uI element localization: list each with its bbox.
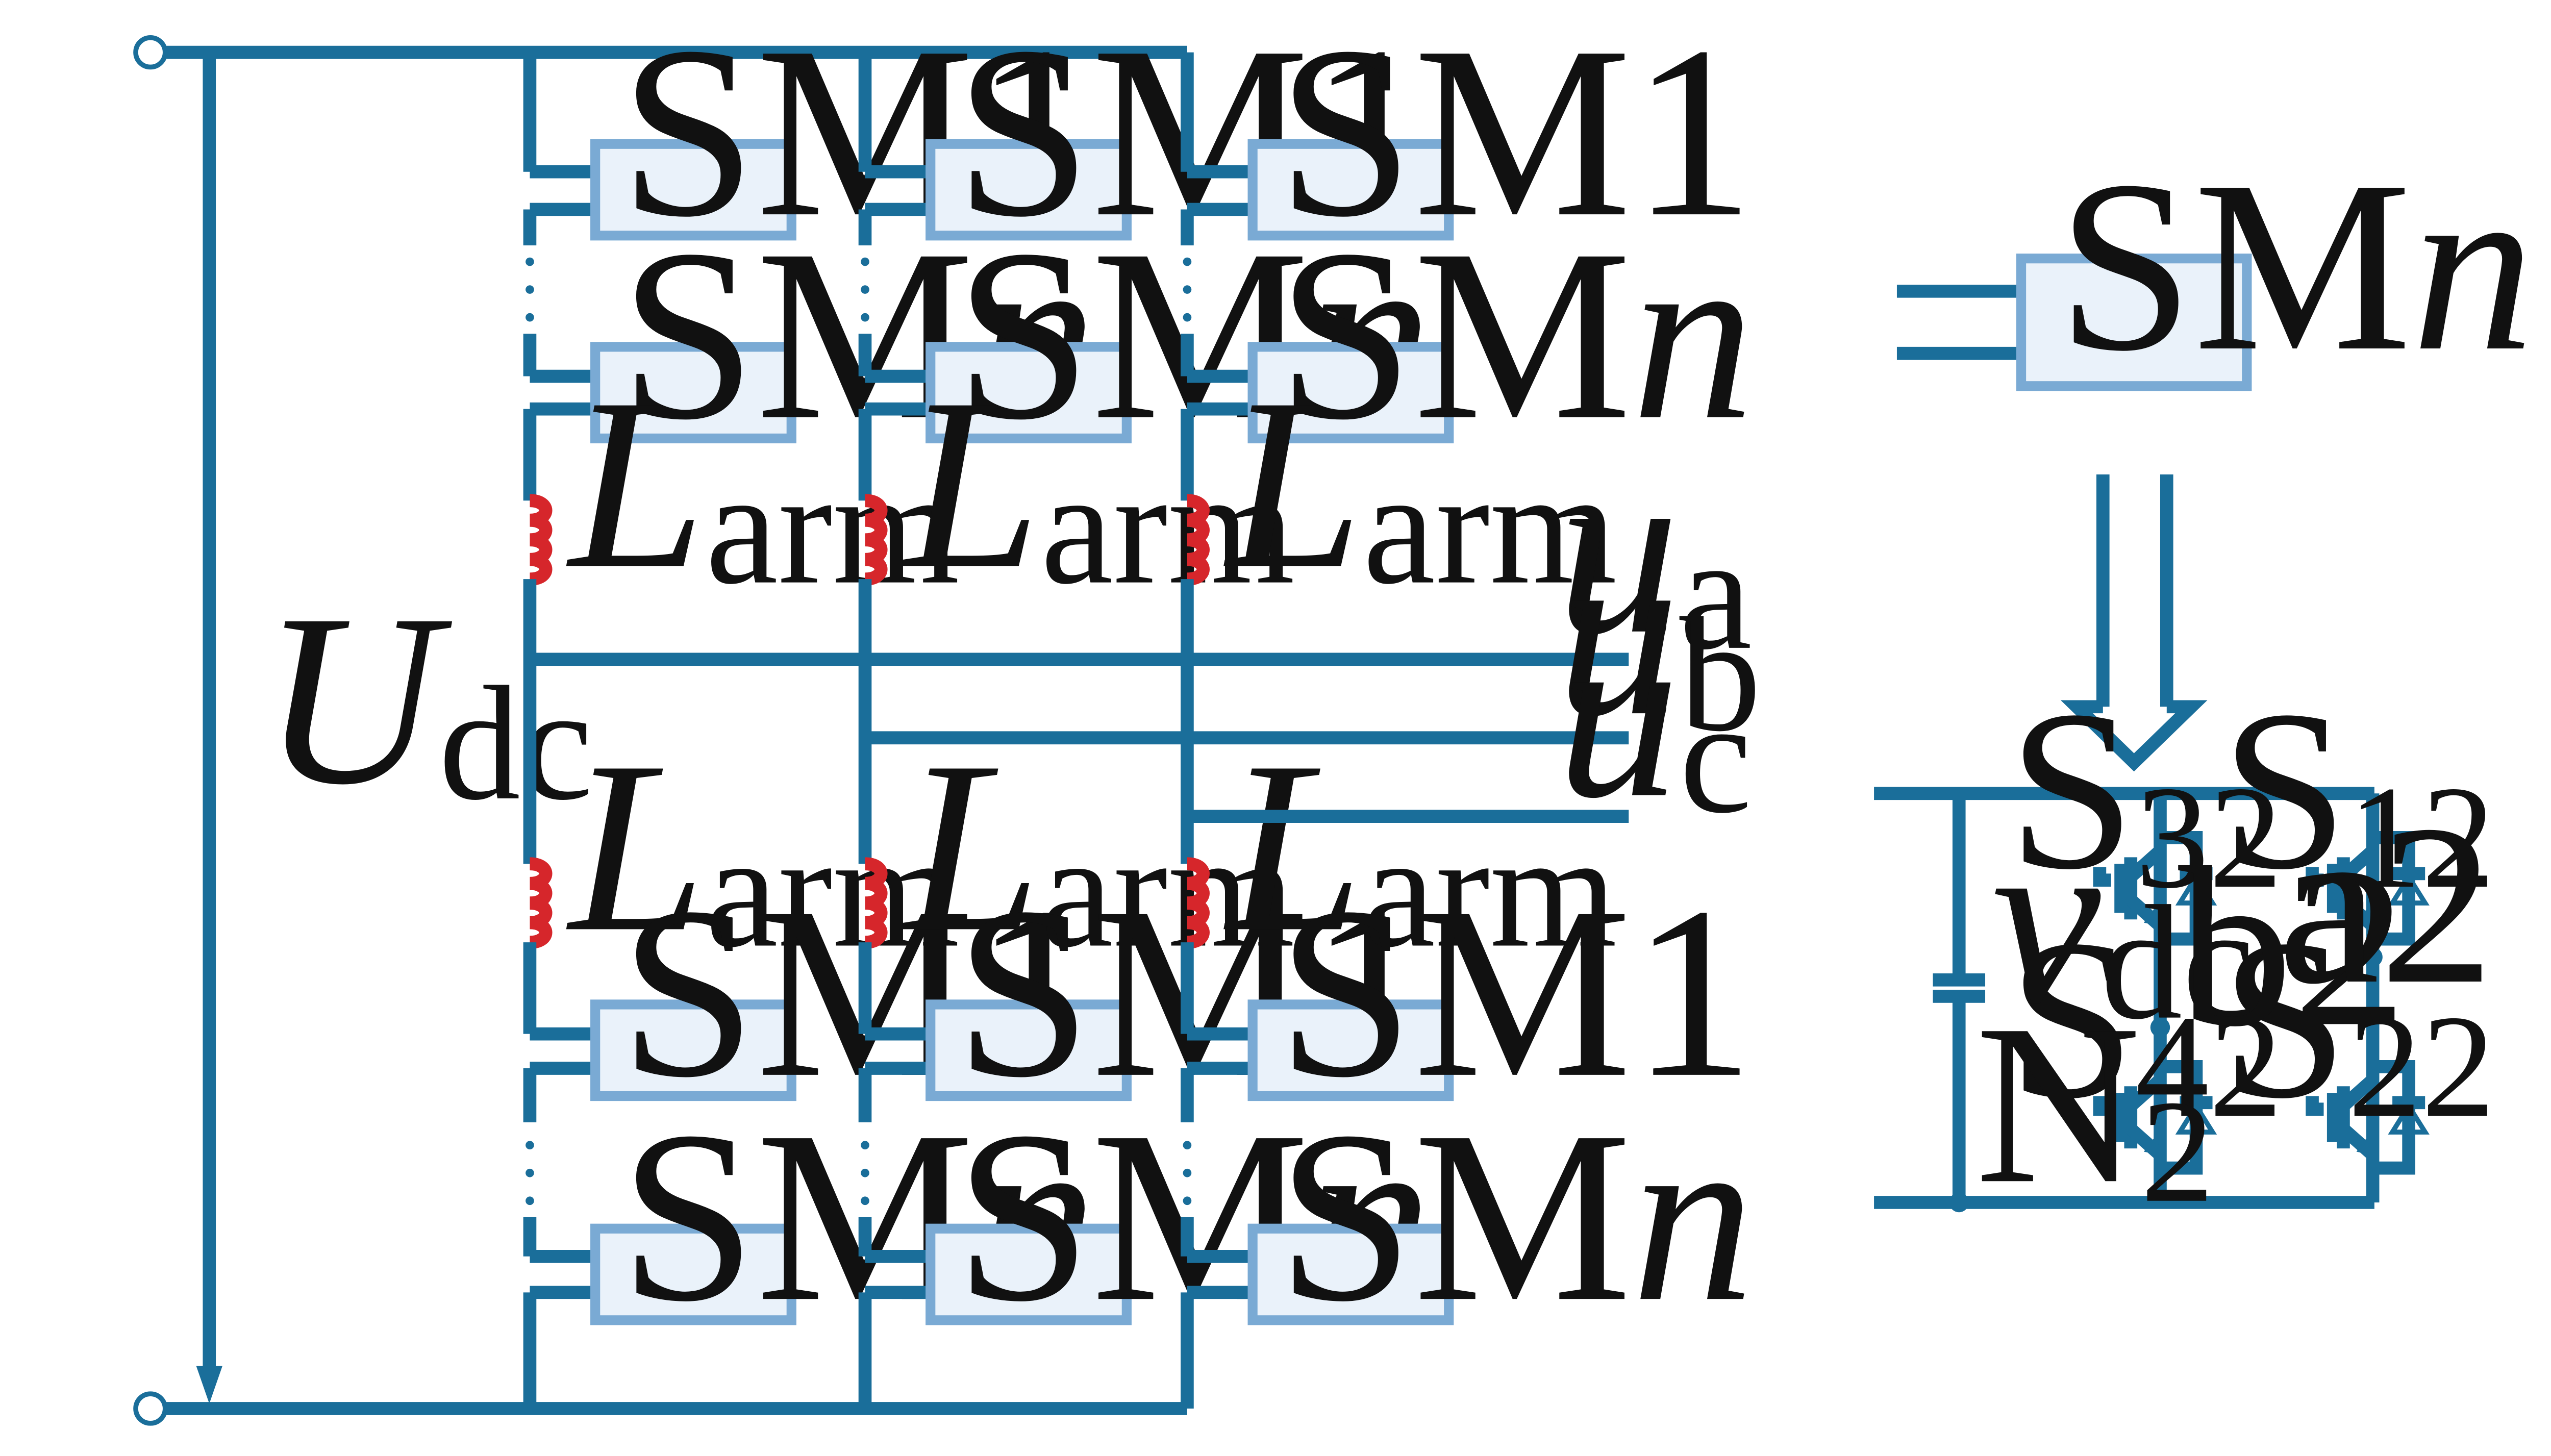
full-bridge-submodule [1874,787,2430,1213]
sm-label-c-lower-n: SMn [1277,1081,1754,1352]
sm-label-c-upper-n: SMn [1277,199,1754,471]
arm-inductor-label-a-lower: Larm [565,711,960,983]
ellipsis-dot-b-lower-1 [861,1168,869,1177]
sm-box-c-upper-n [1247,342,1454,444]
dc-negative-terminal [133,1391,168,1426]
smn-block-detail: SMn [1896,130,2534,402]
output-label-c: uc [1557,576,1752,848]
ellipsis-dot-a-lower-1 [526,1168,534,1177]
sm-box-b-lower-1 [926,999,1132,1101]
node-b2-dot [2150,1017,2170,1038]
ellipsis-dot-c-upper-2 [1183,313,1192,322]
dc-positive-terminal [133,35,168,70]
sm-box-b-lower-n [926,1223,1132,1325]
sm-box-b-upper-n [926,342,1132,444]
ellipsis-dot-c-upper-0 [1183,257,1192,266]
node-a2-dot [2363,947,2383,967]
igbt-s32-icon [2093,831,2217,946]
ellipsis-dot-c-lower-2 [1183,1196,1192,1206]
ellipsis-dot-a-upper-0 [526,257,534,266]
arm-inductor-b-upper [864,494,888,586]
sm-box-c-lower-n [1247,1223,1454,1325]
ellipsis-dot-c-lower-1 [1183,1168,1192,1177]
ellipsis-dot-b-lower-2 [861,1196,869,1206]
arm-inductor-a-lower [529,857,553,949]
dc-bus [133,35,1187,1426]
expand-arrow [2060,474,2208,772]
sm-label-b-upper-n: SMn [955,199,1432,471]
igbt-s42-icon [2093,1060,2217,1175]
ellipsis-dot-b-upper-2 [861,313,869,322]
phase-legs: SM1SMnLarmLarmSM1SMnSM1SMnLarmLarmSM1SMn… [523,0,1754,1409]
arm-inductor-label-a-upper: Larm [565,347,960,619]
arm-inductor-a-upper [529,494,553,586]
sm-label-c-upper-1: SM1 [1277,0,1754,268]
ellipsis-dot-a-lower-2 [526,1196,534,1206]
ac-outputs [530,652,1629,823]
capacitor-label: vdc [1992,783,2255,1055]
node-b2-label: b2 [2178,820,2407,1074]
igbt-s22-icon [2306,1060,2430,1175]
ellipsis-dot-b-lower-0 [861,1141,869,1150]
arm-inductor-label-c-upper: Larm [1222,347,1617,619]
arm-inductor-b-lower [864,857,888,949]
sm-label-a-lower-n: SMn [620,1081,1097,1352]
output-label-b: ub [1557,495,1761,767]
switch-s42-label: S42 [2008,892,2283,1148]
ellipsis-dot-b-upper-1 [861,285,869,294]
sm-label-c-lower-1: SM1 [1277,857,1754,1128]
udc-arrow-head [196,1366,222,1404]
udc-label: Udc [262,564,593,836]
sm-box-b-upper-1 [926,139,1132,241]
output-label-a: ua [1557,413,1752,685]
switch-s12-label: S12 [2221,663,2495,919]
node-n2-dot [1949,1192,1969,1213]
node-n2-label: N2 [1975,977,2214,1233]
sm-box-a-upper-1 [590,139,796,241]
sm-box-a-lower-1 [590,999,796,1101]
switch-s32-label: S32 [2008,663,2283,919]
ellipsis-dot-a-lower-0 [526,1141,534,1150]
node-a2-label: a2 [2278,778,2494,1032]
sm-label-a-lower-1: SM1 [620,857,1097,1128]
arm-inductor-label-b-lower: Larm [901,711,1295,983]
ellipsis-dot-c-upper-1 [1183,285,1192,294]
sm-box-c-lower-1 [1247,999,1454,1101]
arm-inductor-c-lower [1187,857,1210,949]
switch-s22-label: S22 [2221,892,2495,1148]
ellipsis-dot-b-upper-0 [861,257,869,266]
arm-inductor-label-b-upper: Larm [901,347,1295,619]
ellipsis-dot-c-lower-0 [1183,1141,1192,1150]
sm-label-a-upper-n: SMn [620,199,1097,471]
sm-box-a-lower-n [590,1223,796,1325]
arm-inductor-label-c-lower: Larm [1222,711,1617,983]
sm-box-c-upper-1 [1247,139,1454,241]
igbt-s12-icon [2306,831,2430,946]
smn-block-label: SMn [2057,130,2534,402]
ellipsis-dot-a-upper-2 [526,313,534,322]
arm-inductor-c-upper [1187,494,1210,586]
ellipsis-dot-a-upper-1 [526,285,534,294]
sm-box-a-upper-n [590,342,796,444]
